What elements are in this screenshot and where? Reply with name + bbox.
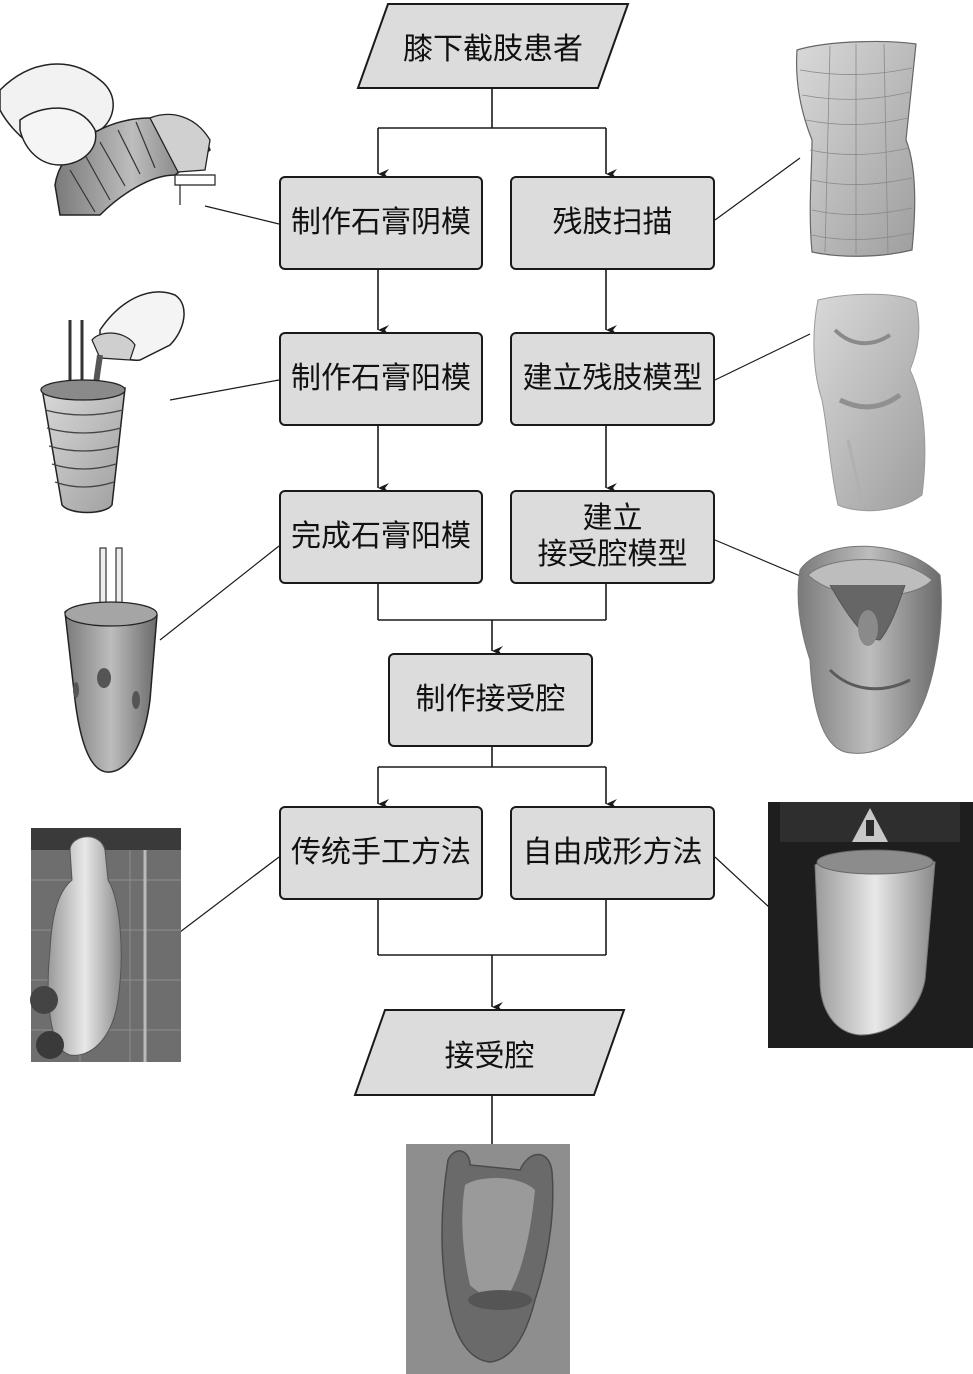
pouring-plaster-image: [40, 291, 185, 514]
build-socket-model-line2: 接受腔模型: [537, 537, 688, 572]
make-socket-box: 制作接受腔: [388, 653, 593, 747]
start-parallelogram: [356, 3, 630, 89]
limb-scan-mesh-image: [796, 40, 917, 257]
freeform-fabrication-method-box: 自由成形方法: [510, 806, 715, 900]
plaster-positive-mold-image: [64, 547, 158, 773]
build-limb-model-box: 建立残肢模型: [510, 332, 715, 426]
image-leader-lines: [159, 157, 811, 933]
end-parallelogram: [353, 1009, 626, 1096]
final-socket-photo: [406, 1144, 570, 1374]
limb-3d-model-image: [813, 293, 926, 512]
hand-wrapping-bandage-image: [0, 63, 216, 216]
start-label: 膝下截肢患者: [403, 32, 583, 67]
socket-3d-model-image: [797, 545, 942, 754]
build-socket-model-line1: 建立: [582, 501, 643, 536]
end-label: 接受腔: [444, 1038, 535, 1074]
handmade-socket-photo: [30, 828, 181, 1062]
connectors: [377, 88, 617, 1144]
build-socket-model-box: 建立 接受腔模型: [510, 490, 715, 584]
make-plaster-positive-mold-box: 制作石膏阳模: [279, 332, 483, 426]
finish-plaster-positive-mold-box: 完成石膏阳模: [279, 490, 483, 584]
traditional-manual-method-box: 传统手工方法: [279, 806, 483, 900]
limb-scan-box: 残肢扫描: [510, 176, 715, 270]
make-plaster-negative-mold-box: 制作石膏阴模: [279, 176, 483, 270]
printed-socket-photo: [768, 802, 973, 1048]
